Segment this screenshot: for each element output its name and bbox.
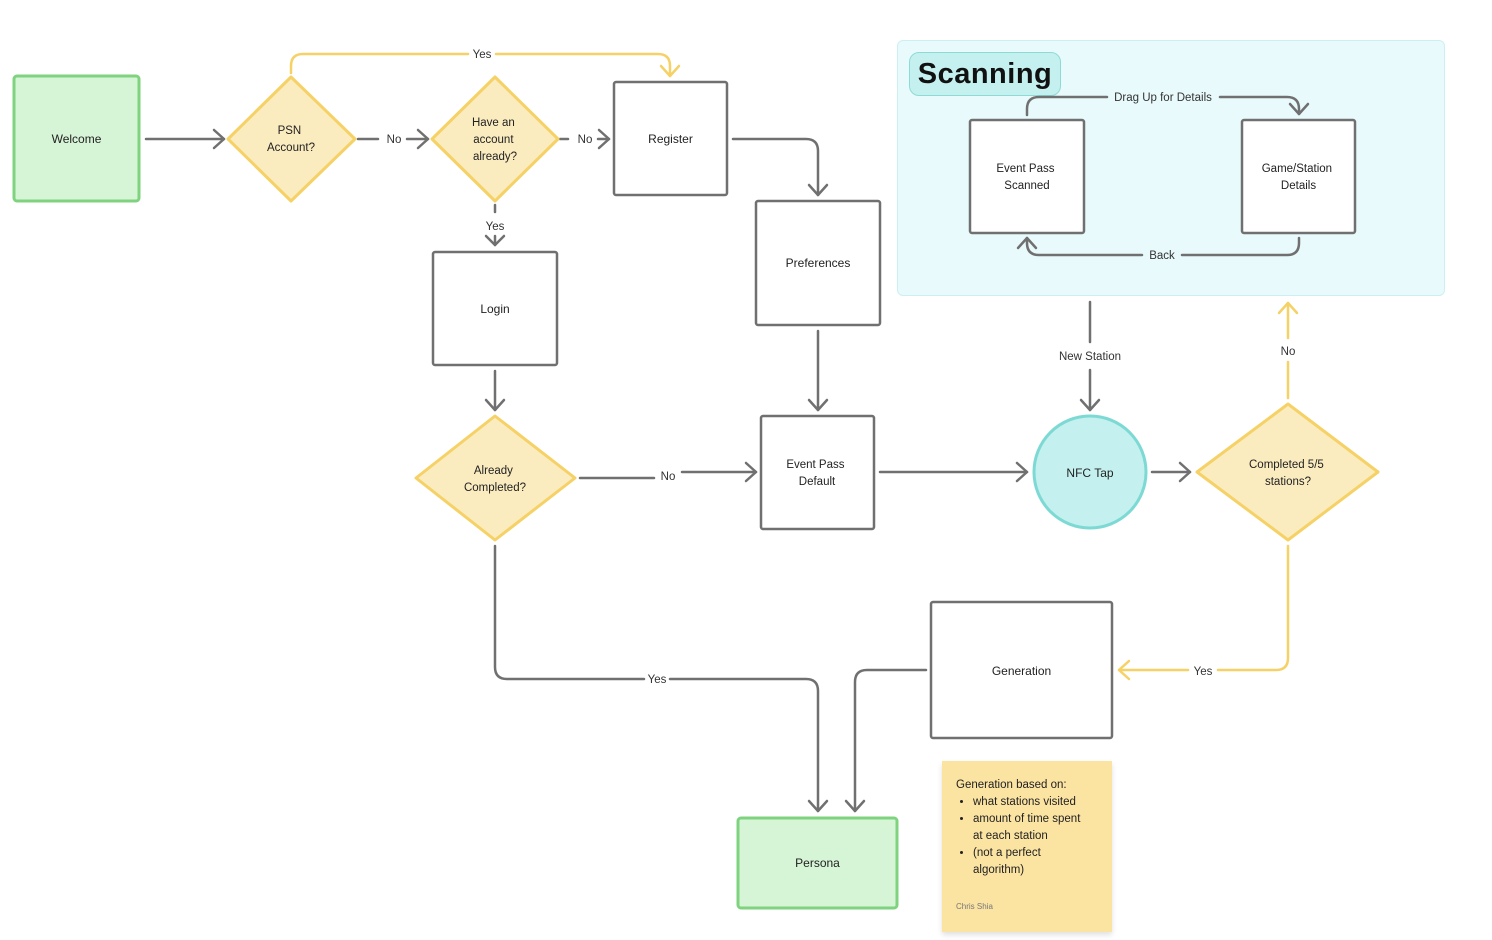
edge-label-back: Back [1149,250,1175,262]
node-register[interactable]: Register [612,80,729,197]
node-persona-label: Persona [795,856,840,870]
node-event-pass-scanned-line1: Event Pass [996,163,1054,175]
node-already-line2: Completed? [464,482,526,494]
sticky-note-bullet: what stations visited [973,794,1100,811]
node-welcome[interactable]: Welcome [12,74,141,203]
node-register-label: Register [648,132,693,146]
node-event-pass-default-line1: Event Pass [786,459,844,471]
edge-preferences-to-eventpass [807,329,829,412]
edge-register-to-preferences [731,137,829,197]
edge-label-already-no: No [661,471,676,483]
node-completed-line2: stations? [1265,476,1311,488]
svg-text:Event Pass Default: Event Pass Default [786,459,847,488]
node-login-label: Login [480,302,509,316]
scanning-section-title: Scanning [909,52,1061,96]
svg-text:Already Completed?: Already Completed? [464,465,526,494]
node-psn-label-line2: Account? [267,142,315,154]
node-game-station-line1: Game/Station [1262,163,1332,175]
node-game-station-details[interactable]: Game/Station Details [1240,118,1357,235]
edge-label-completed-no: No [1281,346,1296,358]
node-preferences[interactable]: Preferences [754,199,882,327]
edge-label-drag-up: Drag Up for Details [1114,92,1212,104]
edge-eventpass-to-nfc [878,461,1029,483]
edge-label-completed-yes: Yes [1194,666,1213,678]
sticky-bullet-3-line2: algorithm) [973,864,1025,876]
node-nfc-tap-label: NFC Tap [1066,466,1113,480]
edge-label-already-yes: Yes [648,674,667,686]
edge-completed-no [1277,301,1299,400]
node-completed-stations-decision[interactable]: Completed 5/5 stations? [1195,402,1380,542]
node-game-station-line2: Details [1281,180,1316,192]
edge-completed-yes [1117,544,1290,681]
node-already-line1: Already [474,465,513,477]
node-completed-line1: Completed 5/5 [1249,459,1324,471]
node-welcome-label: Welcome [52,132,102,146]
svg-text:Have an account: Have an account already? [472,117,518,163]
edge-psn-yes [289,52,681,78]
edge-back [1016,236,1301,257]
node-event-pass-default[interactable]: Event Pass Default [759,414,876,531]
edge-account-yes [484,203,506,247]
sticky-bullet-2-line2: at each station [973,830,1048,842]
sticky-note-bullet: amount of time spent at each station [973,811,1100,845]
edge-psn-no [356,128,430,150]
node-already-completed-decision[interactable]: Already Completed? [414,414,577,542]
svg-text:Completed 5/5 stations: Completed 5/5 stations? [1249,459,1327,488]
svg-text:PSN Account?: PSN Account? [267,125,315,154]
node-have-account-line3: already? [473,151,517,163]
node-event-pass-default-line2: Default [799,476,836,488]
node-login[interactable]: Login [431,250,559,367]
sticky-note-author: Chris Shia [956,902,993,911]
node-event-pass-scanned[interactable]: Event Pass Scanned [968,118,1086,235]
node-have-account-line1: Have an [472,117,515,129]
node-nfc-tap[interactable]: NFC Tap [1032,414,1148,530]
node-have-account-decision[interactable]: Have an account already? [430,75,560,203]
sticky-bullet-2-line1: amount of time spent [973,813,1081,825]
sticky-note-bullet: (not a perfect algorithm) [973,845,1100,879]
node-preferences-label: Preferences [786,256,851,270]
edge-generation-to-persona [844,668,928,813]
edge-label-psn-no: No [387,134,402,146]
edge-already-no [578,461,758,483]
edge-already-yes [493,544,829,813]
edge-label-account-no: No [578,134,593,146]
sticky-note-heading: Generation based on: [956,779,1067,791]
edge-label-account-yes: Yes [486,221,505,233]
sticky-bullet-1-line1: what stations visited [973,796,1076,808]
edge-new-station [1079,300,1101,412]
svg-text:Event Pass Scanned: Event Pass Scanned [996,163,1057,192]
edge-label-new-station: New Station [1059,351,1121,363]
sticky-bullet-3-line1: (not a perfect [973,847,1041,859]
node-generation-label: Generation [992,664,1051,678]
sticky-note[interactable]: Generation based on: what stations visit… [942,761,1112,932]
svg-text:Game/Station Details: Game/Station Details [1262,163,1336,192]
edge-nfc-to-completed [1150,461,1192,483]
node-event-pass-scanned-line2: Scanned [1004,180,1049,192]
sticky-note-list: what stations visited amount of time spe… [956,794,1100,879]
edge-welcome-to-psn [144,128,226,150]
node-persona[interactable]: Persona [736,816,899,910]
edge-login-to-already [484,369,506,412]
node-psn-label-line1: PSN [278,125,302,137]
edge-drag-up [1025,95,1310,117]
edge-account-no [558,128,611,150]
node-generation[interactable]: Generation [929,600,1114,740]
node-psn-account-decision[interactable]: PSN Account? [226,75,357,203]
node-have-account-line2: account [473,134,514,146]
edge-label-psn-yes: Yes [473,49,492,61]
